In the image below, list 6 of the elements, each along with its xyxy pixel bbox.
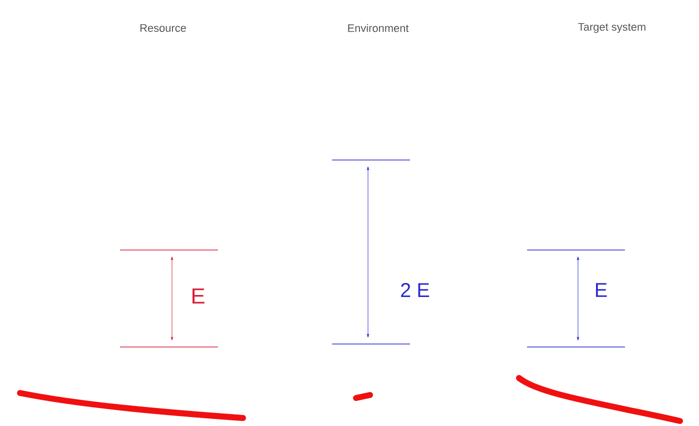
column-heading: Environment [348, 24, 409, 32]
column-heading: Resource [140, 24, 186, 32]
energy-label: 2 E [401, 283, 430, 297]
energy-label: E [192, 288, 204, 304]
energy-label: E [596, 283, 607, 297]
column-heading: Target system [578, 23, 646, 33]
